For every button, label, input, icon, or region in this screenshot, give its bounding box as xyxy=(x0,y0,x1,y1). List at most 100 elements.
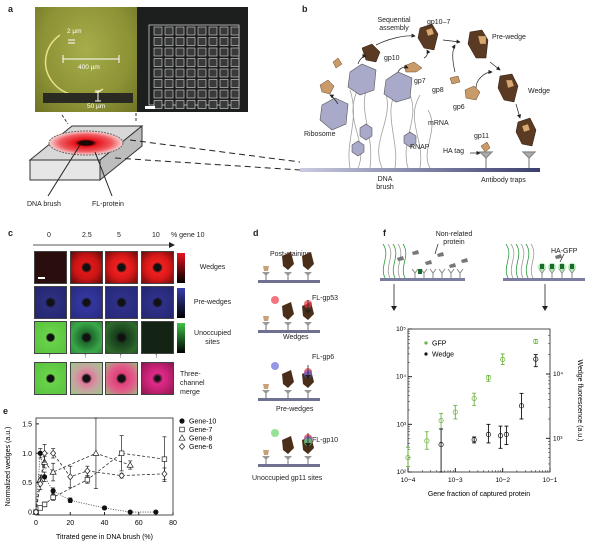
y2-tick-label: 10³ xyxy=(553,435,563,442)
array-spot xyxy=(175,58,185,67)
image-tile-wedges xyxy=(140,251,174,284)
antibody-trap xyxy=(262,272,270,276)
array-spot xyxy=(208,47,218,57)
array-spot xyxy=(197,37,207,46)
step-label: FL-gp53 xyxy=(312,295,339,302)
column-label: 10 xyxy=(152,232,160,239)
array-spot xyxy=(186,79,196,88)
legend-marker-gene-7 xyxy=(179,426,185,433)
array-spot xyxy=(175,37,185,46)
data-point-wedge xyxy=(485,431,491,437)
y-tick-label: 0 xyxy=(28,510,32,517)
data-point-gene-6 xyxy=(50,449,57,457)
column-label: 5 xyxy=(117,232,121,239)
y-tick-label: 10² xyxy=(397,469,407,476)
array-spot xyxy=(175,89,185,99)
array-spot xyxy=(219,79,229,88)
array-spot xyxy=(186,100,196,109)
ha-gfp-protein xyxy=(418,269,422,274)
label-non-related-protein: Non-related protein xyxy=(435,231,473,246)
image-tile-pre-wedges xyxy=(69,286,103,319)
array-spot xyxy=(175,100,185,109)
row-label: Unoccupied sites xyxy=(194,330,231,346)
array-spot xyxy=(153,100,163,109)
panel-label-d: d xyxy=(253,228,259,238)
step-arrow xyxy=(305,443,311,447)
label-gp6: gp6 xyxy=(453,104,465,111)
array-spot xyxy=(197,26,207,36)
array-spot xyxy=(175,26,185,36)
antibody-trap xyxy=(262,322,270,326)
x-axis-label: Gene fraction of captured protein xyxy=(428,491,530,498)
non-related-protein xyxy=(461,258,468,263)
array-spot xyxy=(219,58,229,67)
gp11-protein xyxy=(263,384,269,389)
label-rnap: RNAP xyxy=(410,144,430,151)
array-spot xyxy=(186,26,196,36)
data-point-gfp xyxy=(424,438,430,444)
micrograph-annotations xyxy=(43,34,133,103)
data-point-gene-10 xyxy=(50,488,56,494)
legend-marker-gene-8 xyxy=(178,434,186,441)
image-tile-unoccupied-sites xyxy=(140,321,174,354)
series-line-gene-10 xyxy=(35,453,156,513)
legend-label: Gene-6 xyxy=(189,444,212,451)
image-tile-unoccupied-sites xyxy=(69,321,103,354)
data-point-gene-6 xyxy=(37,480,44,488)
data-point-gene-6 xyxy=(84,467,91,475)
scale-label-50um: 50 µm xyxy=(87,103,106,110)
data-point-gene-10 xyxy=(101,505,108,511)
antibody-trap xyxy=(284,456,292,460)
step-label: FL-gp6 xyxy=(312,354,335,361)
y-tick-label: 10⁵ xyxy=(396,326,406,333)
gene10-arrow xyxy=(33,242,175,248)
wedge-complex xyxy=(282,370,294,388)
array-spot xyxy=(208,100,218,109)
data-point-gene-7 xyxy=(50,494,56,501)
x-tick-label: 20 xyxy=(66,520,74,527)
array-spot xyxy=(230,47,240,57)
panel-label-a: a xyxy=(8,4,14,14)
x-tick-label: 40 xyxy=(101,520,109,527)
staining-diagram xyxy=(258,252,320,467)
array-spot xyxy=(219,26,229,36)
x-tick-label: 10−1 xyxy=(543,477,558,484)
array-spot xyxy=(230,37,240,46)
legend-marker-gfp xyxy=(424,341,428,345)
y-tick-label: 1.5 xyxy=(22,421,32,428)
data-point-gfp xyxy=(438,418,444,424)
array-spot xyxy=(164,47,174,57)
data-point-gene-7 xyxy=(41,501,48,508)
data-point-gene-7 xyxy=(37,505,43,511)
surface xyxy=(258,280,320,283)
step-label: FL-gp10 xyxy=(312,437,339,444)
array-spot xyxy=(230,89,240,99)
label-gp11: gp11 xyxy=(474,133,490,140)
panel-label-b: b xyxy=(302,4,308,14)
antibody-trap xyxy=(284,390,292,394)
non-related-protein xyxy=(397,256,404,261)
array-spot xyxy=(186,89,196,99)
antibody-trap xyxy=(284,272,292,276)
array-spot xyxy=(197,89,207,99)
colorbar xyxy=(177,253,185,283)
image-tile-wedges xyxy=(105,251,138,284)
array-spot xyxy=(219,100,229,109)
data-point-gene-10 xyxy=(127,509,133,515)
dna-strand xyxy=(530,243,535,279)
x-tick-label: 10−3 xyxy=(448,477,463,484)
antibody-trap xyxy=(456,268,464,278)
antibody-trap xyxy=(438,268,446,278)
merge-arrow: ↑ xyxy=(48,353,52,360)
legend-label: GFP xyxy=(432,341,447,348)
dna-strand xyxy=(520,243,525,279)
antibody-trap xyxy=(304,456,312,460)
series-line-gene-8 xyxy=(35,452,131,513)
dna-strand xyxy=(397,243,402,279)
surface xyxy=(380,278,465,281)
antibody-trap xyxy=(429,268,437,278)
data-point-gene-10 xyxy=(67,497,73,503)
dna-strand xyxy=(392,243,397,279)
data-point-gene-7 xyxy=(161,456,168,462)
